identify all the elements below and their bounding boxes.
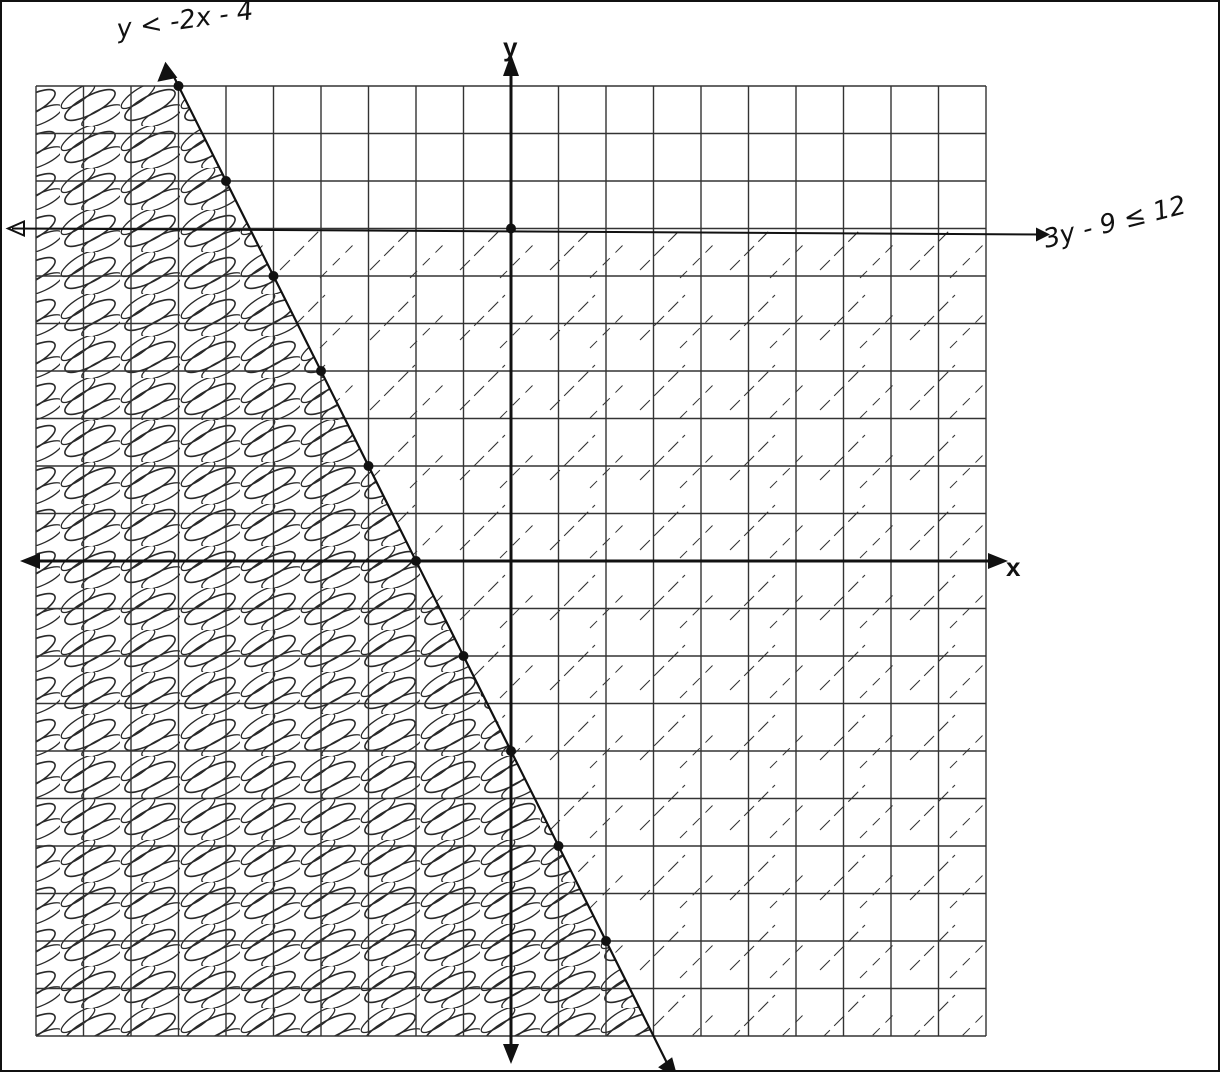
- plotted-point: [458, 651, 469, 661]
- horizontal-line-arrow-right-icon: [1036, 227, 1050, 242]
- hatch-region-below-horizontal-line: [249, 228, 986, 1036]
- x-axis-arrow-right-icon: [988, 553, 1008, 569]
- steep-line-arrow-bottom-icon: [658, 1057, 677, 1072]
- plotted-point: [268, 271, 279, 281]
- boundary-lines: [5, 61, 1050, 1072]
- plotted-point: [411, 556, 421, 566]
- x-axis-arrow-left-icon: [20, 553, 40, 569]
- plotted-point: [601, 936, 611, 946]
- plotted-point: [506, 223, 516, 234]
- y-axis-arrow-down-icon: [503, 1044, 519, 1064]
- inequality-label-steep: y < -2x - 4: [114, 0, 255, 45]
- plotted-points: [173, 81, 611, 946]
- inequality-label-horizontal: 3y - 9 ≤ 12: [1040, 190, 1189, 254]
- plotted-point: [221, 176, 231, 186]
- y-axis-label: y: [503, 32, 518, 62]
- y-axis-arrow-up-icon: [503, 54, 519, 76]
- horizontal-boundary-line: [11, 227, 1045, 236]
- steep-boundary-line: [170, 71, 672, 1070]
- horizontal-line-arrow-left-icon: [5, 219, 25, 238]
- steep-line-arrow-top-icon: [157, 61, 178, 82]
- x-axis-label: x: [1006, 552, 1021, 582]
- plotted-point: [506, 746, 516, 756]
- plotted-point: [316, 366, 326, 376]
- plotted-point: [363, 461, 374, 471]
- plotted-point: [553, 841, 564, 851]
- plotted-point: [173, 81, 184, 91]
